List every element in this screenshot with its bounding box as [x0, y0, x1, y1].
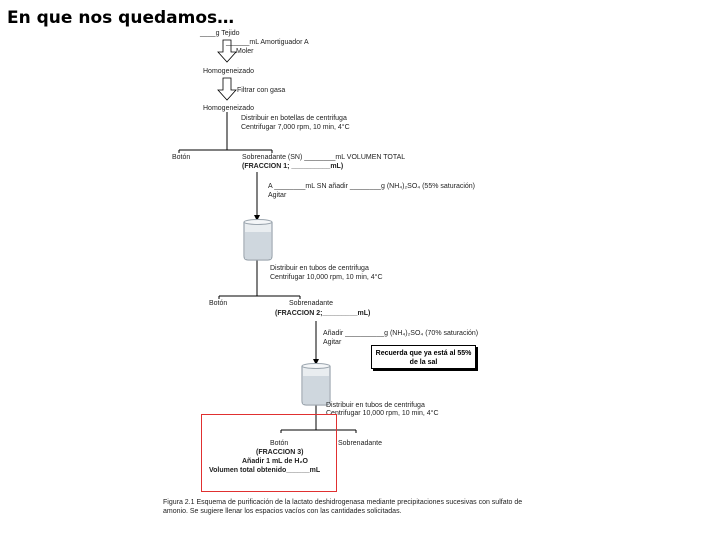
beaker-1-icon: [243, 219, 273, 261]
step-centrifugar-3: Centrifugar 10,000 rpm, 10 min, 4°C: [326, 410, 439, 417]
step-amortiguador: ______mL Amortiguador A: [226, 39, 309, 46]
step-distribuir-2: Distribuir en tubos de centrifuga: [270, 265, 369, 272]
step-anadir-sal-70: Añadir __________g (NH₄)₂SO₄ (70% satura…: [323, 330, 479, 337]
arrow-2: [217, 77, 237, 101]
step-distribuir-1: Distribuir en botellas de centrifuga: [241, 115, 347, 122]
fraccion-2: (FRACCION 2;_________mL): [275, 310, 371, 317]
fraccion-3-highlight: [201, 414, 337, 492]
sobrenadante-1: Sobrenadante (SN) ________mL VOLUMEN TOT…: [242, 154, 406, 161]
sobrenadante-3: Sobrenadante: [338, 440, 382, 447]
step-homogeneizado-2: Homogeneizado: [203, 105, 254, 112]
volumen-total: Volumen total obtenido______mL: [209, 467, 321, 474]
step-agitar-2: Agitar: [323, 339, 342, 346]
boton-3: Botón: [270, 440, 289, 447]
step-centrifugar-1: Centrifugar 7,000 rpm, 10 min, 4°C: [241, 124, 350, 131]
step-moler: Moler: [236, 48, 254, 55]
fraccion-1: (FRACCION 1; __________mL): [242, 163, 344, 170]
boton-2: Botón: [209, 300, 228, 307]
beaker-2-icon: [301, 363, 331, 406]
step-homogeneizado-1: Homogeneizado: [203, 68, 254, 75]
boton-1: Botón: [172, 154, 191, 161]
sobrenadante-2: Sobrenadante: [289, 300, 333, 307]
step-distribuir-3: Distribuir en tubos de centrifuga: [326, 402, 425, 409]
figure-caption: Figura 2.1 Esquema de purificación de la…: [163, 499, 523, 515]
fraccion-3: (FRACCION 3): [256, 449, 304, 456]
step-centrifugar-2: Centrifugar 10,000 rpm, 10 min, 4°C: [270, 274, 383, 281]
arrow-1: [217, 39, 237, 63]
step-filtrar: Filtrar con gasa: [237, 87, 286, 94]
step-agitar-1: Agitar: [268, 192, 287, 199]
note-box: Recuerda que ya está al 55% de la sal: [371, 345, 476, 369]
slide-title: En que nos quedamos…: [7, 8, 235, 28]
step-anadir-agua: Añadir 1 mL de H₂O: [242, 458, 308, 465]
step-anadir-sal-55: A ________mL SN añadir ________g (NH₄)₂S…: [268, 183, 476, 190]
step-tejido: ____g Tejido: [200, 30, 240, 37]
